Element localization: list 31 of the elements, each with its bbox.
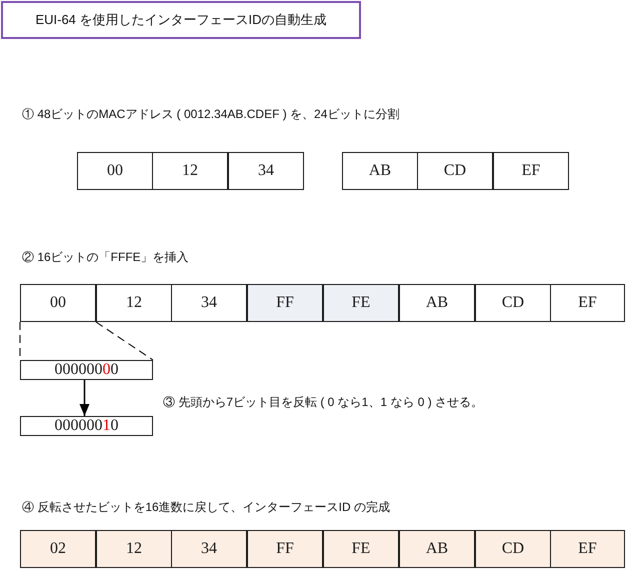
byte-cell: FE bbox=[323, 530, 399, 568]
byte-cell: EF bbox=[493, 152, 569, 190]
byte-cell: FE bbox=[323, 284, 399, 322]
byte-cell: AB bbox=[399, 284, 475, 322]
byte-cell: 00 bbox=[77, 152, 153, 190]
byte-cell: 02 bbox=[20, 530, 96, 568]
byte-cell: EF bbox=[550, 284, 625, 322]
byte-cell: 00 bbox=[20, 284, 96, 322]
arrow bbox=[80, 380, 90, 416]
step-description: ② 16ビットの「FFFE」を挿入 bbox=[22, 249, 189, 265]
byte-cell: 12 bbox=[96, 284, 172, 322]
byte-cell: CD bbox=[475, 530, 551, 568]
byte-cell: 34 bbox=[171, 284, 247, 322]
byte-cell: CD bbox=[475, 284, 551, 322]
byte-cell: AB bbox=[342, 152, 418, 190]
byte-cell: FF bbox=[247, 530, 323, 568]
title-banner: EUI-64 を使用したインターフェースIDの自動生成 bbox=[1, 1, 361, 39]
binary-value-box: 00000000 bbox=[20, 360, 153, 380]
byte-cell: FF bbox=[247, 284, 323, 322]
binary-value-box: 00000010 bbox=[20, 416, 153, 436]
byte-cell: EF bbox=[550, 530, 625, 568]
byte-cell: 12 bbox=[152, 152, 228, 190]
byte-cell: CD bbox=[417, 152, 493, 190]
dashed-guide-line bbox=[96, 322, 154, 360]
byte-cell: 34 bbox=[228, 152, 304, 190]
byte-cell: AB bbox=[399, 530, 475, 568]
step-description: ① 48ビットのMACアドレス ( 0012.34AB.CDEF ) を、24ビットに分割 bbox=[22, 106, 400, 122]
byte-cell: 34 bbox=[171, 530, 247, 568]
step-description: ③ 先頭から7ビット目を反転 ( 0 なら1、1 なら 0 ) させる。 bbox=[163, 394, 484, 410]
step-description: ④ 反転させたビットを16進数に戻して、インターフェースID の完成 bbox=[22, 499, 390, 515]
byte-cell: 12 bbox=[96, 530, 172, 568]
